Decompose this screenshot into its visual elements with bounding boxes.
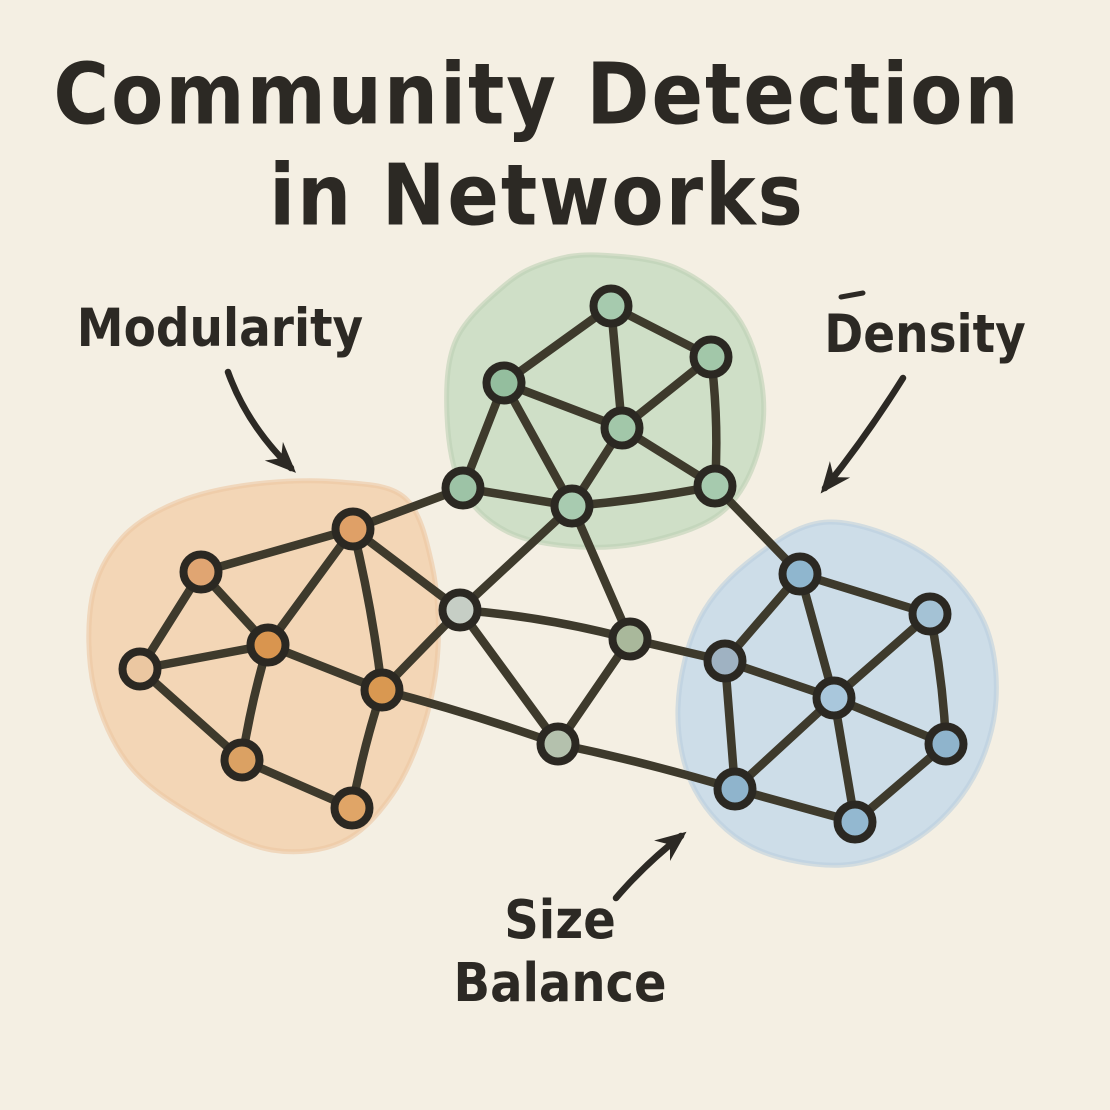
node-O3	[118, 647, 162, 691]
node-G3	[482, 361, 526, 405]
edge-H1-H2	[455, 605, 635, 644]
node-G4	[600, 406, 644, 450]
node-G6	[550, 484, 594, 528]
node-H1	[438, 588, 482, 632]
node-O1	[331, 507, 375, 551]
node-B5	[924, 722, 968, 766]
label-size-balance-line-2: Balance	[453, 951, 667, 1014]
label-density: Density	[824, 304, 1026, 366]
node-B2	[908, 592, 952, 636]
node-G5	[441, 466, 485, 510]
node-O7	[330, 786, 374, 830]
annotation-arrows	[224, 290, 907, 902]
edge-H3-B6	[553, 739, 740, 794]
node-O6	[220, 738, 264, 782]
node-G1	[589, 284, 633, 328]
label-size-balance: Size Balance	[453, 888, 667, 1015]
node-G2	[689, 335, 733, 379]
diagram-title: Community Detection in Networks	[53, 44, 1020, 245]
density-arrow-head	[820, 461, 851, 494]
node-O4	[246, 623, 290, 667]
edge-O5-H3	[377, 685, 563, 749]
node-B3	[703, 639, 747, 683]
title-line-1: Community Detection	[53, 44, 1021, 144]
graph-nodes	[118, 284, 968, 844]
modularity-arrow-head	[264, 441, 297, 473]
node-H3	[536, 722, 580, 766]
node-B7	[833, 800, 877, 844]
node-B1	[778, 552, 822, 596]
title-line-2: in Networks	[269, 144, 805, 245]
node-B6	[713, 767, 757, 811]
label-modularity: Modularity	[76, 298, 364, 360]
node-O2	[179, 550, 223, 594]
stray-pen-mark	[838, 290, 866, 300]
label-size-balance-line-1: Size	[504, 888, 616, 952]
node-B4	[812, 676, 856, 720]
size-balance-arrow-head	[654, 831, 687, 861]
node-O5	[360, 668, 404, 712]
node-G7	[693, 464, 737, 508]
density-arrow	[821, 374, 907, 492]
node-H2	[608, 617, 652, 661]
blob-green	[444, 252, 767, 550]
